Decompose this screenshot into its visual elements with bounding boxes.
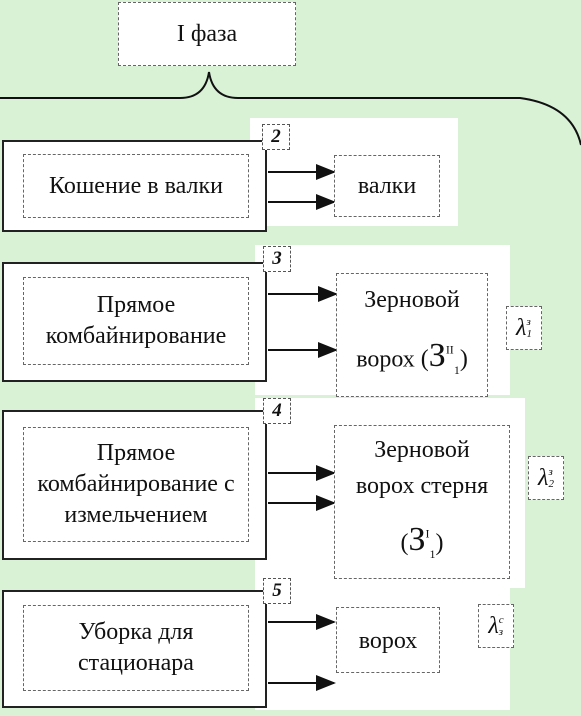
operation-label-1: Кошение в валки: [49, 172, 223, 199]
result-symbol-3: (ЗI1): [400, 521, 444, 562]
operation-label-4-line2: стационара: [78, 650, 194, 676]
operation-label-3-line1: Прямое: [96, 440, 176, 466]
operation-number-2: 3: [263, 246, 291, 272]
operation-number-1: 2: [262, 124, 290, 150]
result-box-2: Зерновой ворох (ЗII1): [336, 273, 488, 397]
result-box-3: Зерновой ворох стерня (ЗI1): [334, 425, 510, 579]
operation-box-4: Уборка для стационара: [2, 590, 267, 708]
operation-inner-3: Прямое комбайнирование с измельчением: [23, 427, 249, 542]
operation-label-4-line1: Уборка для: [78, 619, 194, 645]
result-box-1: валки: [334, 155, 440, 217]
phase-box: I фаза: [118, 2, 296, 66]
operation-number-4: 5: [263, 578, 291, 604]
operation-label-2-line1: Прямое: [96, 292, 176, 318]
operation-inner-2: Прямое комбайнирование: [23, 277, 249, 365]
operation-label-3-line3: измельчением: [64, 502, 208, 528]
result-symbol-2: (ЗII1): [420, 337, 468, 378]
operation-box-2: Прямое комбайнирование: [2, 262, 267, 382]
operation-box-1: Кошение в валки: [2, 140, 267, 232]
operation-number-3: 4: [263, 398, 291, 424]
operation-inner-1: Кошение в валки: [23, 154, 249, 218]
result-label-3-line2: ворох стерня: [355, 473, 489, 499]
result-label-3-line1: Зерновой: [374, 437, 470, 463]
operation-label-3-line2: комбайнирование с: [37, 471, 235, 497]
result-box-4: ворох: [336, 607, 440, 673]
phase-label: I фаза: [176, 20, 238, 47]
result-label-2-line2: ворох: [356, 346, 415, 373]
operation-label-2-line2: комбайнирование: [45, 323, 227, 349]
result-label-2-line1: Зерновой: [364, 287, 460, 313]
operation-box-3: Прямое комбайнирование с измельчением: [2, 410, 267, 560]
phase-brace: [0, 71, 581, 146]
operation-inner-4: Уборка для стационара: [23, 605, 249, 691]
result-label-1: валки: [357, 173, 417, 199]
result-label-4: ворох: [358, 628, 418, 654]
